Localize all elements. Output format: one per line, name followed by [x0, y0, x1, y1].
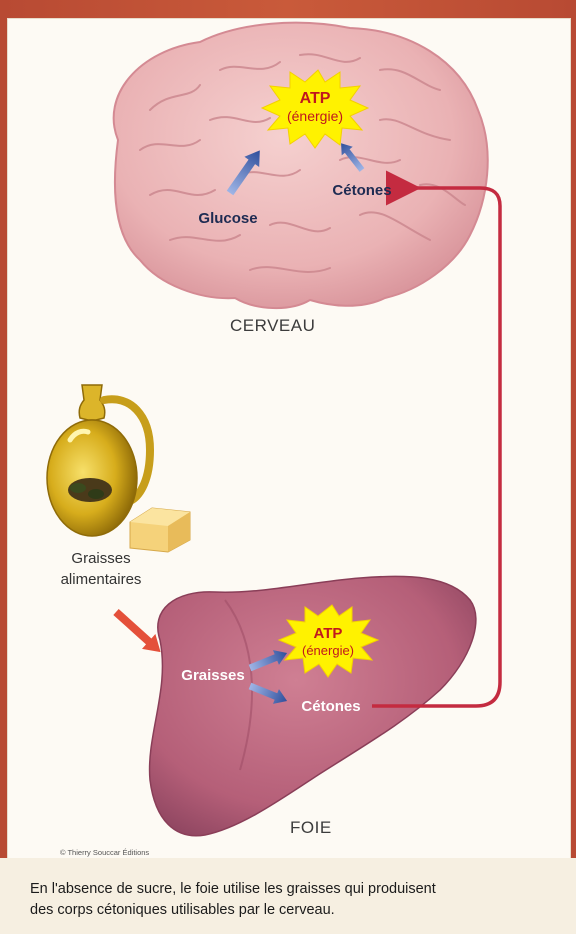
brain-illustration — [114, 23, 488, 308]
liver-energy-label: (énergie) — [302, 643, 354, 658]
brain-energy-label: (énergie) — [287, 108, 343, 124]
liver-atp-label: ATP — [314, 625, 343, 642]
brain-ketones-label: Cétones — [332, 182, 391, 199]
caption-line1: En l'absence de sucre, le foie utilise l… — [30, 879, 560, 900]
glucose-label: Glucose — [198, 210, 257, 227]
brain-atp-label: ATP — [300, 90, 331, 107]
dietary-fats-line2: alimentaires — [58, 569, 144, 590]
liver-organ-label: FOIE — [290, 818, 332, 838]
butter-block — [130, 508, 190, 552]
liver-ketones-label: Cétones — [301, 698, 360, 715]
brain-organ-label: CERVEAU — [230, 316, 315, 336]
olive-oil-bottle — [47, 385, 150, 536]
caption-line2: des corps cétoniques utilisables par le … — [30, 900, 560, 921]
dietary-fats-line1: Graisses — [58, 548, 144, 569]
liver-fats-label: Graisses — [181, 667, 244, 684]
dietary-fats-label: Graisses alimentaires — [58, 548, 144, 590]
caption-text: En l'absence de sucre, le foie utilise l… — [30, 879, 560, 921]
copyright-notice: © Thierry Souccar Éditions — [60, 848, 149, 857]
